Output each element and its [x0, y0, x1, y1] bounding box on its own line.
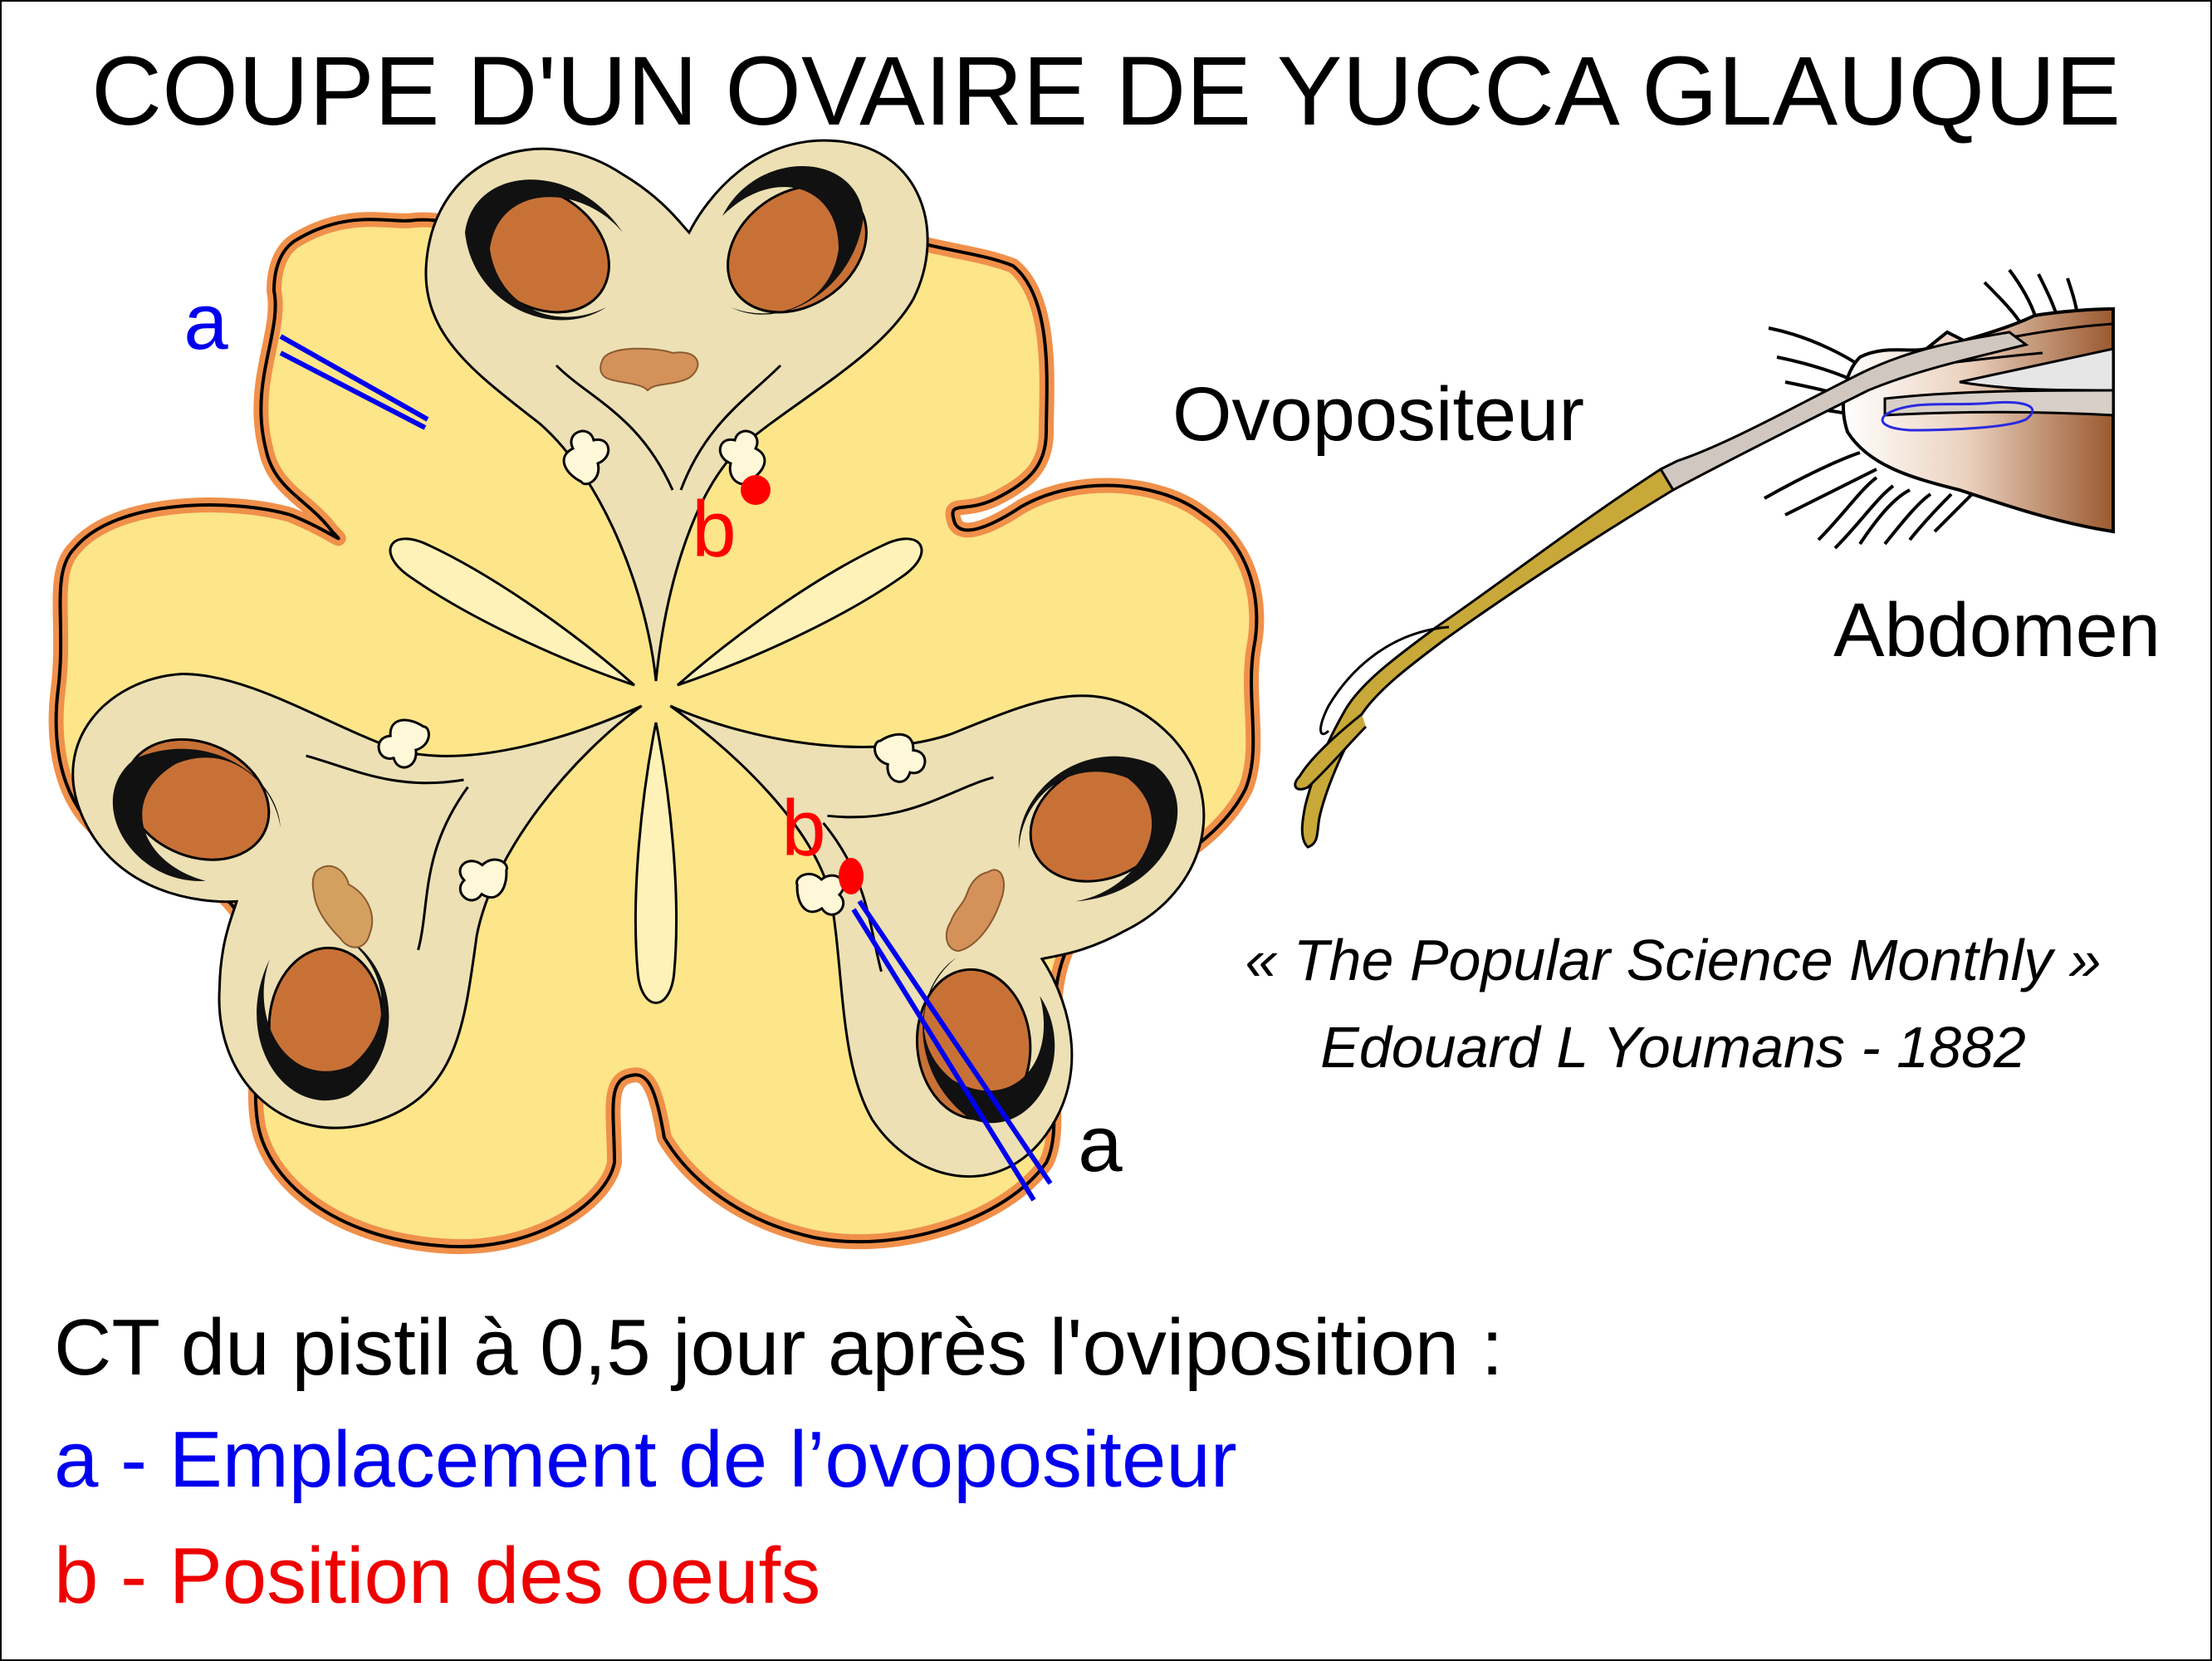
- vascular-bundle-left: [311, 865, 374, 948]
- marker-a-top: a: [184, 277, 228, 366]
- ovipositor-shaft: [1300, 467, 1676, 849]
- ovary-cross-section: [36, 139, 1265, 1255]
- vascular-bundle-right: [945, 869, 1005, 953]
- ovipositor-track-a-bottom: [857, 899, 1053, 1185]
- credit-source: « The Popular Science Monthly »: [1245, 928, 2101, 992]
- ovipositor-track-a-top: [279, 334, 429, 422]
- legend-heading: CT du pistil à 0,5 jour après l'oviposit…: [54, 1303, 1503, 1392]
- marker-a-bottom: a: [1078, 1100, 1123, 1188]
- egg-position-top: [741, 475, 771, 505]
- page-title: COUPE D'UN OVAIRE DE YUCCA GLAUQUE: [91, 37, 2121, 146]
- legend-item-b: b - Position des oeufs: [54, 1531, 820, 1620]
- label-abdomen: Abdomen: [1833, 588, 2161, 673]
- egg-in-abdomen: [1881, 400, 2034, 432]
- credit-author: Edouard L Youmans - 1882: [1320, 1015, 2026, 1080]
- vascular-bundle-top: [599, 347, 699, 392]
- marker-b-bottom: b: [781, 784, 825, 873]
- egg-position-bottom: [839, 858, 864, 894]
- label-ovipositor: Ovopositeur: [1172, 372, 1584, 457]
- ovipositor-illustration: [1294, 268, 2115, 849]
- marker-b-top: b: [692, 485, 736, 574]
- legend-item-a: a - Emplacement de l’ovopositeur: [54, 1415, 1237, 1504]
